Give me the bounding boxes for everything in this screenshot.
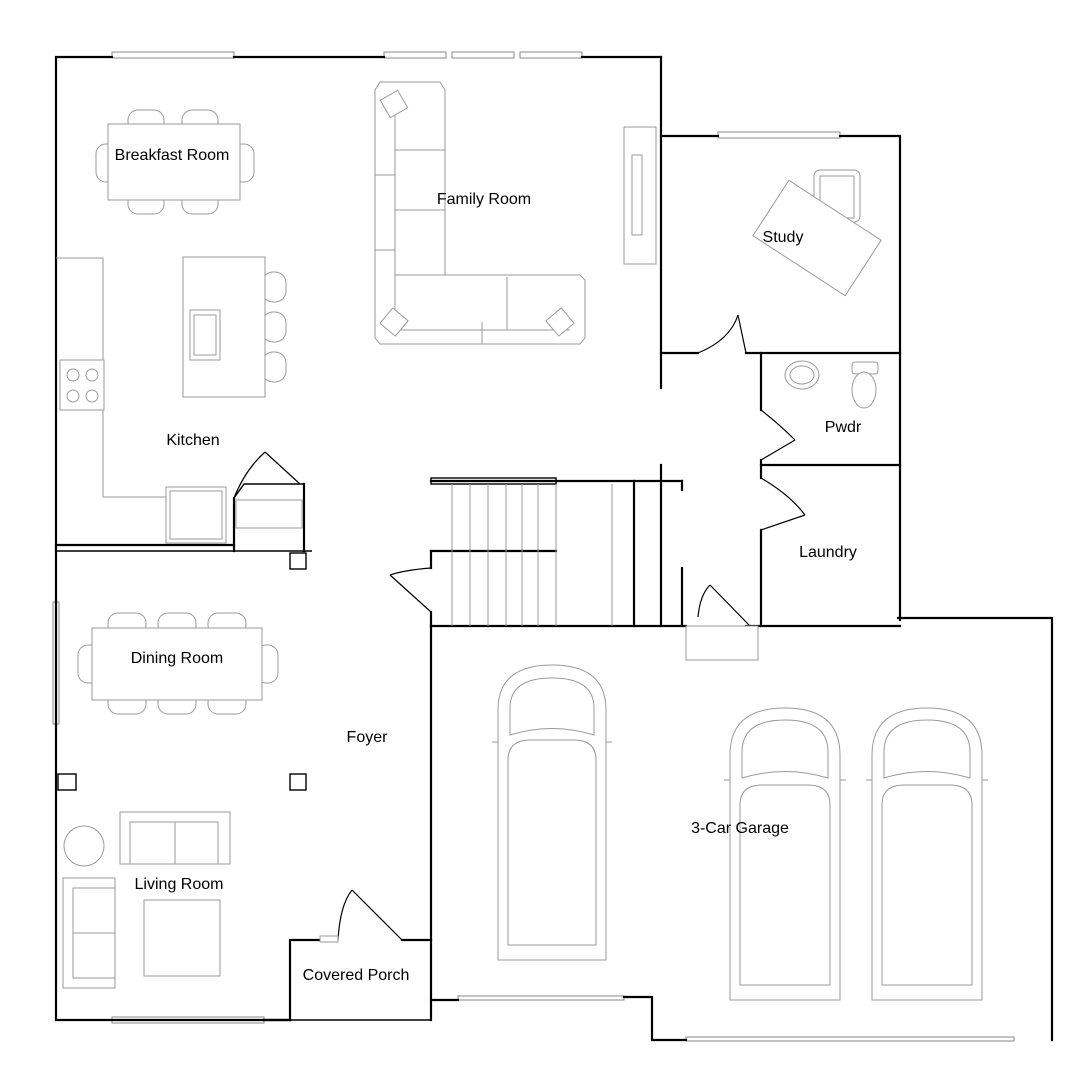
pillow <box>545 307 575 337</box>
coffee-table <box>143 899 221 977</box>
pantry-shelf-rect <box>235 499 303 529</box>
powder-fixtures <box>784 360 879 409</box>
door-garage-arc <box>697 584 711 618</box>
door-pantry-arc <box>233 451 266 499</box>
label-laundry: Laundry <box>799 544 857 561</box>
stairs <box>430 477 613 626</box>
toilet-icon <box>851 371 877 409</box>
table <box>107 123 241 201</box>
door-front-arc <box>337 889 353 941</box>
door-front-leaf <box>351 889 403 941</box>
door-pwdr-arc <box>760 409 796 441</box>
stair-treads-lower <box>451 484 613 626</box>
columns <box>57 552 307 791</box>
sink-icon <box>189 309 221 361</box>
door-closet-leaf <box>389 574 432 613</box>
pantry-shelf <box>233 483 304 499</box>
dining-table <box>77 612 279 715</box>
label-covered-porch: Covered Porch <box>303 967 410 984</box>
pillow <box>379 89 409 119</box>
garage-entry-step <box>685 625 759 661</box>
wall-porch <box>288 938 322 1022</box>
refrigerator <box>165 486 227 544</box>
door-study-arc <box>697 314 739 354</box>
breakfast-table <box>95 109 255 215</box>
window-family-1 <box>383 51 447 59</box>
cars <box>492 664 988 1001</box>
room-labels: Breakfast Room Family Room Study Kitchen… <box>115 147 862 984</box>
label-family-room: Family Room <box>437 191 531 208</box>
door-pantry-leaf <box>264 451 301 485</box>
window-family-3 <box>519 51 583 59</box>
label-garage: 3-Car Garage <box>691 820 789 837</box>
sink-icon <box>784 360 820 390</box>
window-family-2 <box>451 51 515 59</box>
label-dining-room: Dining Room <box>131 650 223 667</box>
car-1 <box>492 664 612 961</box>
window-study <box>717 131 841 139</box>
side-table <box>63 825 105 867</box>
stool <box>261 351 287 383</box>
column-living-left <box>57 773 77 791</box>
walls <box>54 55 1054 1042</box>
door-closet-arc <box>389 567 432 576</box>
kitchen-fixtures <box>56 256 287 544</box>
door-study-leaf <box>737 314 747 354</box>
garage-door-right <box>685 1036 1015 1042</box>
car-3 <box>866 707 988 1001</box>
window-breakfast <box>111 51 235 59</box>
stair-top-rail <box>430 477 557 485</box>
pillow <box>379 307 409 337</box>
label-living-room: Living Room <box>135 876 224 893</box>
study-desk <box>752 169 882 297</box>
label-study: Study <box>763 229 804 246</box>
front-door-threshold <box>319 935 339 943</box>
door-garage-leaf <box>709 584 751 627</box>
label-kitchen: Kitchen <box>166 432 219 449</box>
doors <box>232 314 806 943</box>
door-laundry-arc <box>760 477 806 516</box>
column-kitchen <box>289 552 307 570</box>
column-living-right <box>289 773 307 791</box>
wall-study-top-r <box>838 134 902 622</box>
stool <box>261 311 287 343</box>
fireplace <box>623 126 657 265</box>
label-foyer: Foyer <box>347 729 389 746</box>
sectional-sofa <box>374 81 586 345</box>
desk <box>752 179 882 297</box>
door-pwdr-leaf <box>760 439 796 461</box>
garage-door-left <box>457 995 625 1001</box>
car-2 <box>724 707 846 1001</box>
wall-garage-top <box>896 616 1054 1042</box>
stair-treads-upper <box>451 484 539 551</box>
label-breakfast-room: Breakfast Room <box>115 147 230 164</box>
wall-garage-bottom <box>622 995 688 1042</box>
label-pwdr: Pwdr <box>825 419 862 436</box>
stool <box>261 271 287 303</box>
living-furniture <box>62 811 231 989</box>
cooktop-icon <box>59 359 105 411</box>
door-laundry-leaf <box>760 514 806 531</box>
wall-perimeter-main <box>54 55 292 1022</box>
